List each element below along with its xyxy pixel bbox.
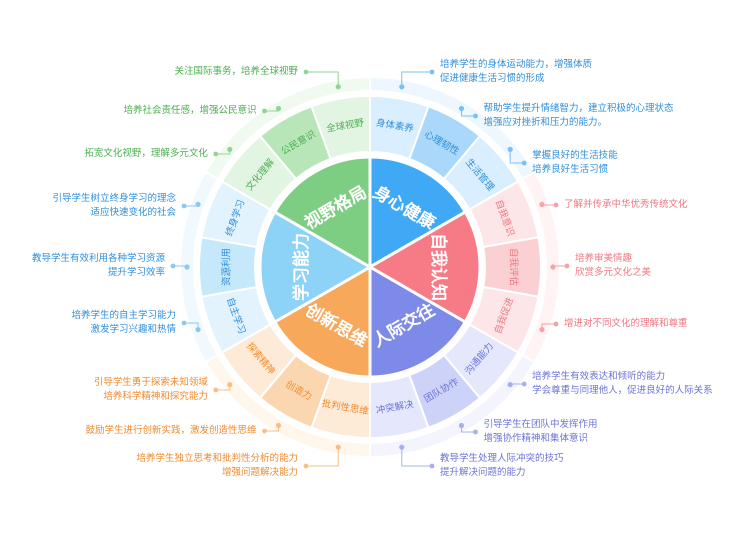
- description-line: 培养学生的自主学习能力: [71, 310, 177, 321]
- description-line: 培养学生的身体运动能力，增强体质: [440, 59, 593, 70]
- core-sector-3[interactable]: [272, 264, 372, 379]
- connector-dot: [303, 463, 309, 469]
- leader-line: [306, 447, 339, 467]
- description-block: 帮助学生提升情绪智力，建立积极的心理状态增强应对挫折和压力的能力。: [484, 102, 674, 130]
- description-block: 培养学生的自主学习能力激发学习兴趣和热情: [72, 309, 177, 337]
- connector-dot: [429, 69, 435, 75]
- connector-dot: [262, 108, 267, 114]
- connector-dot: [303, 69, 309, 75]
- description-block: 教导学生有效利用各种学习资源提升学习效率: [32, 252, 165, 280]
- leader-line: [461, 425, 476, 433]
- description-line: 激发学习兴趣和热情: [90, 324, 177, 335]
- description-block: 鼓励学生进行创新实践，激发创造性思维: [85, 424, 256, 438]
- core-sector-1[interactable]: [366, 209, 482, 325]
- description-line: 增强协作精神和集体意识: [483, 433, 589, 444]
- core-sector-4[interactable]: [258, 209, 374, 325]
- leader-line: [264, 108, 279, 112]
- leader-line: [184, 204, 199, 207]
- description-line: 培养学生有效表达和倾听的能力: [532, 371, 666, 382]
- description-line: 增强应对挫折和压力的能力。: [483, 117, 608, 128]
- leader-line: [541, 204, 556, 206]
- description-block: 引导学生树立终身学习的理念适应快速变化的社会: [53, 192, 177, 220]
- description-line: 引导学生在团队中发挥作用: [483, 419, 598, 430]
- connector-dot: [262, 428, 267, 434]
- connector-dot: [521, 160, 527, 166]
- description-line: 提升学习效率: [107, 267, 165, 278]
- connector-dot: [553, 321, 559, 327]
- sub-label: 资源利用: [221, 248, 233, 286]
- sub-sector[interactable]: [310, 94, 371, 161]
- description-block: 教导学生处理人际冲突的技巧提升解决问题的能力: [440, 452, 564, 480]
- leader-line: [215, 149, 231, 155]
- description-block: 引导学生勇于探索未知领域培养科学精神和探究能力: [94, 376, 208, 404]
- description-block: 了解并传承中华优秀传统文化: [564, 198, 688, 212]
- leader-line: [461, 108, 476, 117]
- description-line: 培养良好生活习惯: [532, 164, 609, 175]
- description-line: 鼓励学生进行创新实践，激发创造性思维: [85, 425, 257, 436]
- description-line: 教导学生有效利用各种学习资源: [31, 253, 165, 264]
- connector-dot: [553, 202, 559, 208]
- leader-line: [184, 322, 199, 330]
- description-block: 培养学生的身体运动能力，增强体质促进健康生活习惯的形成: [440, 58, 592, 86]
- leader-line: [509, 383, 525, 385]
- description-line: 了解并传承中华优秀传统文化: [563, 199, 688, 210]
- core-label: 自我认知: [428, 233, 449, 301]
- connector-dot: [521, 381, 527, 387]
- description-line: 培养审美情趣: [575, 253, 633, 264]
- core-sector-0[interactable]: [368, 155, 468, 270]
- core-label: 学习能力: [291, 233, 312, 301]
- description-line: 关注国际事务，培养全球视野: [174, 66, 298, 77]
- description-line: 拓宽文化视野，理解多元文化: [84, 148, 208, 159]
- connector-dot: [181, 203, 187, 209]
- core-sector-2[interactable]: [368, 264, 468, 379]
- connector-dot: [473, 429, 478, 435]
- description-line: 引导学生树立终身学习的理念: [52, 193, 177, 204]
- outer-ring-5: [204, 75, 371, 181]
- description-line: 适应快速变化的社会: [90, 207, 177, 218]
- description-line: 增强问题解决能力: [221, 467, 298, 478]
- description-line: 学会尊重与同理他人，促进良好的人际关系: [532, 385, 713, 396]
- leader-line: [173, 265, 188, 267]
- connector-dot: [170, 263, 176, 269]
- connector-dot: [564, 263, 570, 269]
- leader-line: [541, 323, 556, 330]
- connector-dot: [213, 151, 219, 157]
- description-block: 培养社会责任感，增强公民意识: [123, 104, 256, 118]
- description-line: 促进健康生活习惯的形成: [440, 73, 545, 84]
- description-line: 增进对不同文化的理解和尊重: [563, 318, 688, 329]
- leader-line: [401, 71, 432, 87]
- description-line: 帮助学生提升情绪智力，建立积极的心理状态: [483, 103, 674, 114]
- description-line: 培养社会责任感，增强公民意识: [123, 105, 257, 116]
- description-line: 掌握良好的生活技能: [532, 150, 618, 161]
- leader-line: [264, 425, 279, 432]
- leader-line: [306, 71, 339, 87]
- description-block: 引导学生在团队中发挥作用增强协作精神和集体意识: [484, 418, 598, 446]
- description-block: 培养审美情趣欣赏多元文化之美: [575, 252, 651, 280]
- description-line: 培养学生独立思考和批判性分析的能力: [136, 453, 298, 464]
- description-block: 培养学生有效表达和倾听的能力学会尊重与同理他人，促进良好的人际关系: [532, 370, 713, 398]
- sub-label: 自我评估: [508, 248, 520, 287]
- description-line: 教导学生处理人际冲突的技巧: [440, 453, 564, 464]
- core-sector-5[interactable]: [272, 155, 372, 270]
- description-block: 增进对不同文化的理解和尊重: [564, 317, 688, 331]
- connector-dot: [429, 463, 435, 469]
- description-line: 培养科学精神和探究能力: [103, 391, 208, 402]
- description-block: 掌握良好的生活技能培养良好生活习惯: [532, 149, 618, 177]
- connector-dot: [213, 387, 219, 393]
- description-block: 关注国际事务，培养全球视野: [174, 65, 298, 79]
- description-block: 拓宽文化视野，理解多元文化: [84, 147, 208, 161]
- connector-dot: [181, 320, 187, 326]
- leader-line: [215, 384, 231, 391]
- leader-line: [401, 447, 432, 467]
- leader-line: [552, 265, 567, 267]
- description-line: 欣赏多元文化之美: [575, 267, 652, 278]
- description-block: 培养学生独立思考和批判性分析的能力增强问题解决能力: [136, 452, 298, 480]
- leader-line: [509, 149, 525, 164]
- description-line: 提升解决问题的能力: [440, 467, 526, 478]
- description-line: 引导学生勇于探索未知领域: [93, 377, 208, 388]
- connector-dot: [473, 113, 478, 119]
